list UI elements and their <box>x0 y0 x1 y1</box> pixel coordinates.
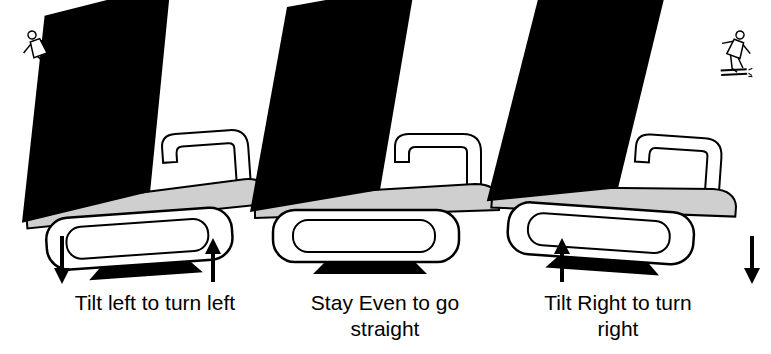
seat-left <box>6 0 275 285</box>
seat-right <box>482 0 751 280</box>
seat-middle <box>250 0 499 274</box>
caption-left: Tilt left to turn left <box>70 290 240 316</box>
caption-right: Tilt Right to turn right <box>533 290 703 343</box>
caption-middle: Stay Even to go straight <box>300 290 470 343</box>
